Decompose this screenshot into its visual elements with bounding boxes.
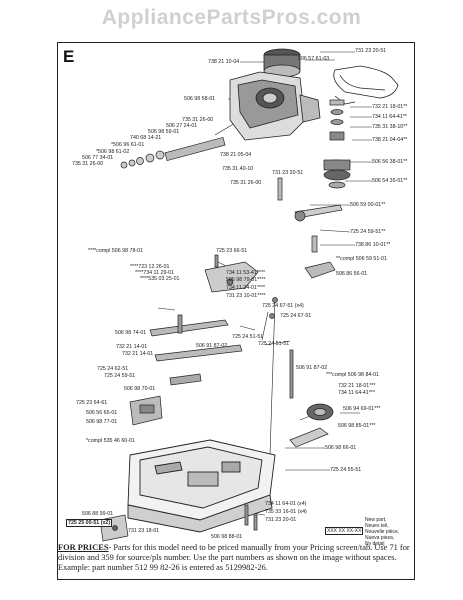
part-label: ****535 03 25-01 <box>140 276 180 282</box>
part-label: 735 31 38-10** <box>372 124 408 130</box>
shaft-bearings-drawing <box>120 136 226 169</box>
section-letter: E <box>63 47 75 66</box>
part-label: 734 11 64-01 (x4) <box>265 501 307 507</box>
bracket-assembly-drawing <box>204 254 336 319</box>
part-label: 725 24 51-51 <box>258 341 290 347</box>
part-label: 735 31 26-00 <box>182 117 214 123</box>
part-label: 506 98 70-01 <box>124 386 156 392</box>
tension-arm-drawing <box>277 177 343 253</box>
part-label: 735 31 26-00 <box>230 180 262 186</box>
part-label: 734 11 53-41**** <box>226 270 266 276</box>
part-label: 725 24 62-51 <box>97 366 129 372</box>
base-frame-drawing <box>127 439 276 533</box>
new-part-legend: New part, Neues teil, Nouvelle pièce, Nu… <box>365 517 399 547</box>
part-label: 732 21 18-01** <box>372 104 408 110</box>
pricing-note: FOR PRICES- Parts for this model need to… <box>58 543 418 574</box>
part-label: 506 98 88-01 <box>211 534 243 540</box>
part-label: 506 91 87-02 <box>196 343 228 349</box>
part-label: 506 56 65-01 <box>86 410 118 416</box>
drive-wheel-drawing <box>289 403 334 448</box>
part-label: 725 24 55-51 <box>330 467 362 473</box>
pricing-heading: FOR PRICES <box>58 543 109 552</box>
site-title: AppliancePartsPros.com <box>101 6 362 29</box>
side-bracket-drawing <box>129 395 163 426</box>
part-label: 506 59 00-01** <box>350 202 386 208</box>
part-label: 725 24 67-51 <box>280 313 312 319</box>
part-label: 731 23 18-01 <box>128 528 160 534</box>
part-label: ****723 12 26-01 <box>130 264 170 270</box>
part-label: 725 24 51-51 <box>232 334 264 340</box>
part-label: 731 23 10-01**** <box>226 293 266 299</box>
part-label: 732 21 14-01 <box>116 344 148 350</box>
part-label: 506 88 99-01 <box>82 511 114 517</box>
legend-line: New part, <box>365 517 387 523</box>
hose-clamp-drawing <box>333 65 399 105</box>
part-label: **compl 506 59 51-01 <box>336 256 387 262</box>
pulley-stack-drawing <box>323 99 351 189</box>
part-label: 506 77 34-01 <box>82 155 114 161</box>
part-label: 506 98 74-01 <box>115 330 147 336</box>
legend-line: Neues teil, <box>365 523 389 529</box>
part-label: 506 94 69-01*** <box>343 406 381 412</box>
part-label: 738 21 05-04 <box>220 152 252 158</box>
part-label: 506 98 79-01**** <box>226 277 266 283</box>
part-label: 506 98 77-01 <box>86 419 118 425</box>
legend-line: Ny detalj <box>365 541 385 547</box>
gearbox-housing-drawing <box>229 48 321 141</box>
legend-line: Nueva pieza, <box>365 535 395 541</box>
part-label: *506 96 61-01 <box>111 142 145 148</box>
diagram-frame <box>57 42 415 580</box>
pricing-text: - Parts for this model need to be priced… <box>58 543 410 573</box>
part-label: *compl 535 46 60-01 <box>86 438 135 444</box>
part-label: ****734 11 29-01 <box>135 270 175 276</box>
linkage-drawing <box>149 314 294 399</box>
part-label: 506 91 87-02 <box>296 365 328 371</box>
part-label: 506 57 61-03 <box>298 56 330 62</box>
part-label: 725 23 64-61 <box>76 400 108 406</box>
part-label: 725 24 67-51 (x4) <box>262 303 304 309</box>
part-label: 738 21 10-04 <box>208 59 240 65</box>
part-label: 506 98 66-01 <box>325 445 357 451</box>
part-label: *506 98 61-02 <box>96 149 130 155</box>
part-label: 725 24 59-51** <box>350 229 386 235</box>
part-label: 738 86 10-01** <box>355 242 391 248</box>
part-label: 740 68 14-21 <box>130 135 162 141</box>
part-label: 732 21 14-01 <box>122 351 154 357</box>
part-label: 735 33 16-01 (x4) <box>265 509 307 515</box>
part-label: 731 23 20-01 <box>265 517 297 523</box>
part-label: 506 98 85-01*** <box>338 423 376 429</box>
part-label: 734 11 64-41** <box>372 114 407 120</box>
part-label: 735 31 40-10 <box>222 166 254 172</box>
part-label: 506 98 58-01 <box>184 96 216 102</box>
part-label: 725 24 59-51 <box>104 373 136 379</box>
part-label: 735 31 26-00 <box>72 161 104 167</box>
part-label: 738 21 04-04** <box>372 137 408 143</box>
part-label: 734 11 24-01**** <box>226 285 266 291</box>
part-label: 731 23 20-51 <box>355 48 387 54</box>
part-label: 506 27 24-01 <box>166 123 198 129</box>
part-label: 734 11 64-41*** <box>338 390 376 396</box>
part-label: ***compl 506 98 84-01 <box>326 372 380 378</box>
part-label: 731 23 20-51 <box>272 170 304 176</box>
part-label: 725 23 66-51 <box>216 248 248 254</box>
part-label: 506 86 56-01 <box>336 271 368 277</box>
part-label: 506 54 35-01** <box>372 178 408 184</box>
part-label-boxed: 725 25 00-51 (x2) <box>66 519 113 527</box>
part-label: 506 56 38-01** <box>372 159 408 165</box>
legend-line: Nouvelle pièce, <box>365 529 400 535</box>
part-label: 506 98 59-01 <box>148 129 180 135</box>
new-part-code-box: XXX XX XX-XX <box>325 527 364 535</box>
part-label: 732 21 18-01*** <box>338 383 376 389</box>
part-label: ****compl 506 98 78-01 <box>88 248 144 254</box>
